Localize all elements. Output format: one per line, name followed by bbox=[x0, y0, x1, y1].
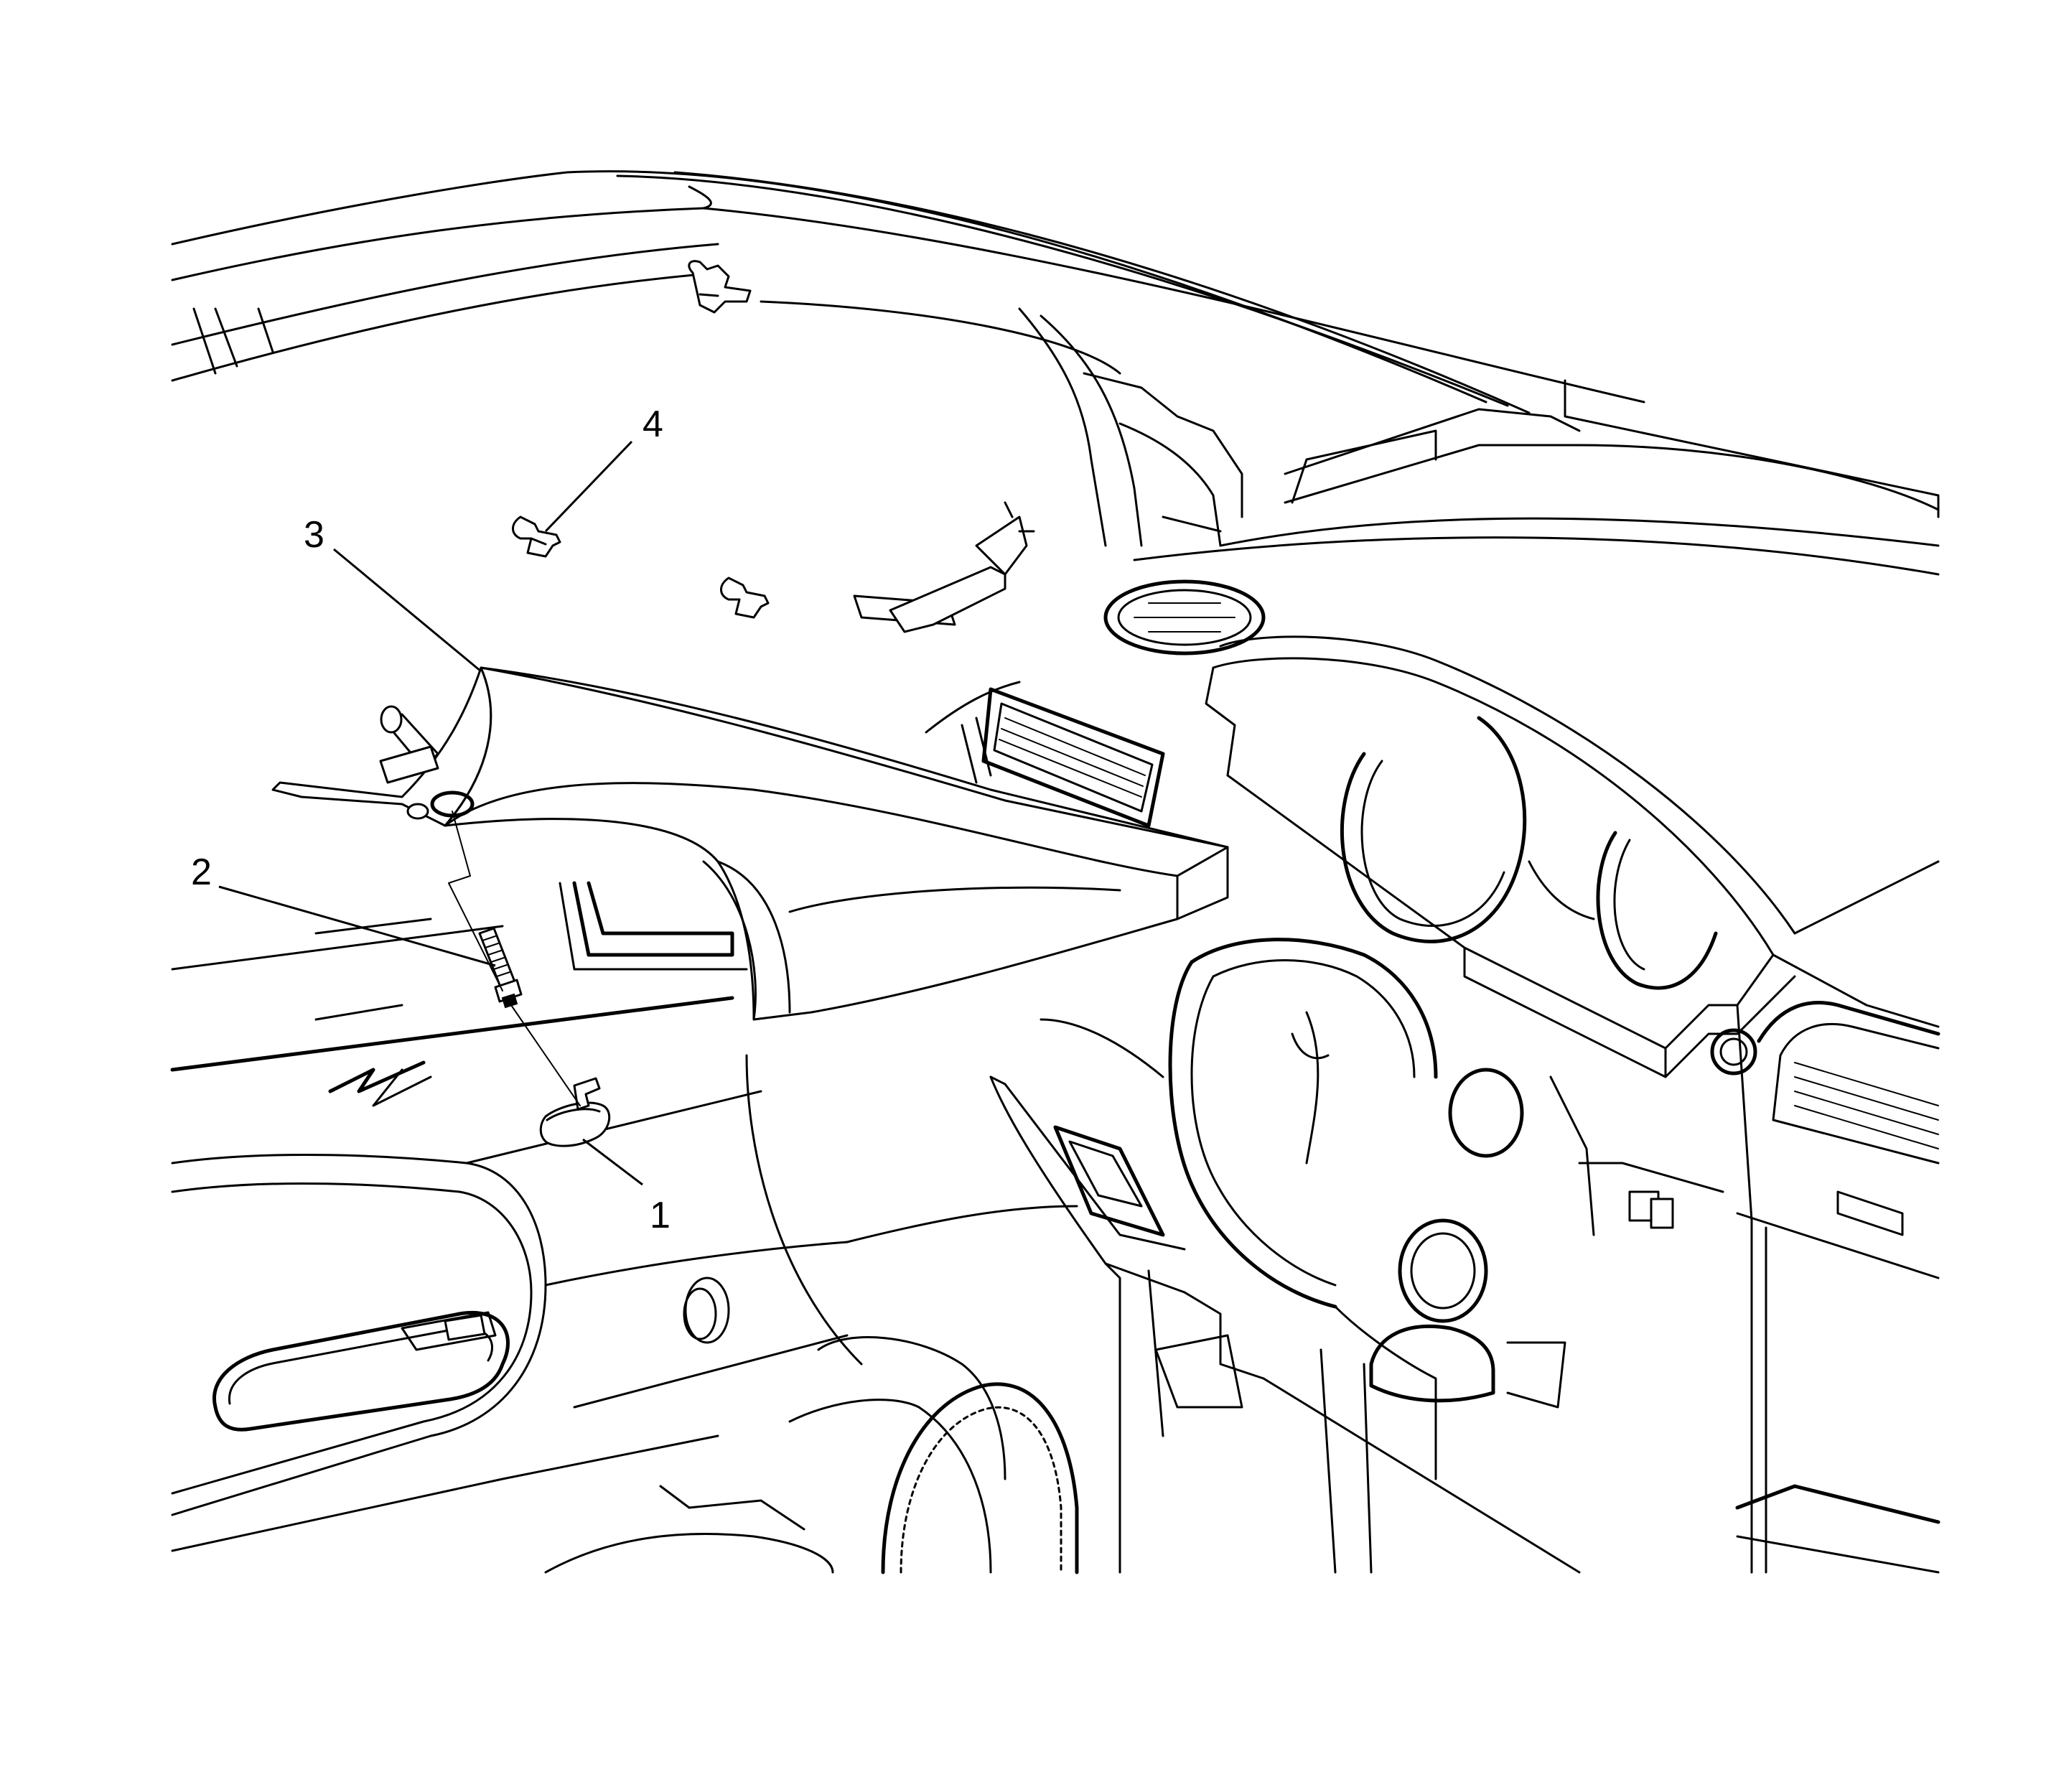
bolt bbox=[478, 927, 523, 1009]
speaker-grille bbox=[544, 1054, 1079, 1574]
door-window-cutout bbox=[559, 881, 748, 971]
windshield-frame bbox=[171, 170, 1645, 414]
dash-top bbox=[1133, 379, 1940, 576]
callout-group-3: 3 bbox=[304, 514, 482, 673]
callout-group-1: 1 bbox=[582, 1138, 671, 1236]
retainer-clip-3 bbox=[688, 260, 752, 314]
leader-line-2 bbox=[218, 885, 496, 967]
callout-label-2: 2 bbox=[191, 851, 212, 893]
leader-line-4 bbox=[544, 440, 633, 533]
fastener-cover bbox=[539, 1077, 611, 1147]
assembly-path-lines bbox=[448, 811, 581, 1106]
instrument-cluster bbox=[1205, 635, 1796, 1078]
callout-label-4: 4 bbox=[643, 403, 663, 445]
trim-panel bbox=[271, 666, 1229, 1021]
a-pillar bbox=[1018, 307, 1243, 547]
callout-group-4: 4 bbox=[544, 403, 663, 533]
knee-bolster bbox=[989, 1075, 1581, 1574]
door-panel bbox=[170, 918, 849, 1552]
center-stack bbox=[1710, 860, 1940, 1574]
pillar-bracket bbox=[853, 501, 1035, 633]
center-round-vent bbox=[1103, 579, 1266, 655]
steering-column bbox=[1040, 938, 1724, 1574]
callout-label-3: 3 bbox=[304, 514, 324, 556]
callout-group-2: 2 bbox=[191, 851, 496, 967]
retainer-clip bbox=[512, 515, 561, 558]
callout-label-1: 1 bbox=[650, 1195, 671, 1236]
leader-line-3 bbox=[333, 548, 482, 673]
retainer-clip-2 bbox=[720, 577, 770, 619]
leader-line-1 bbox=[582, 1138, 643, 1186]
left-vents bbox=[925, 681, 1165, 828]
